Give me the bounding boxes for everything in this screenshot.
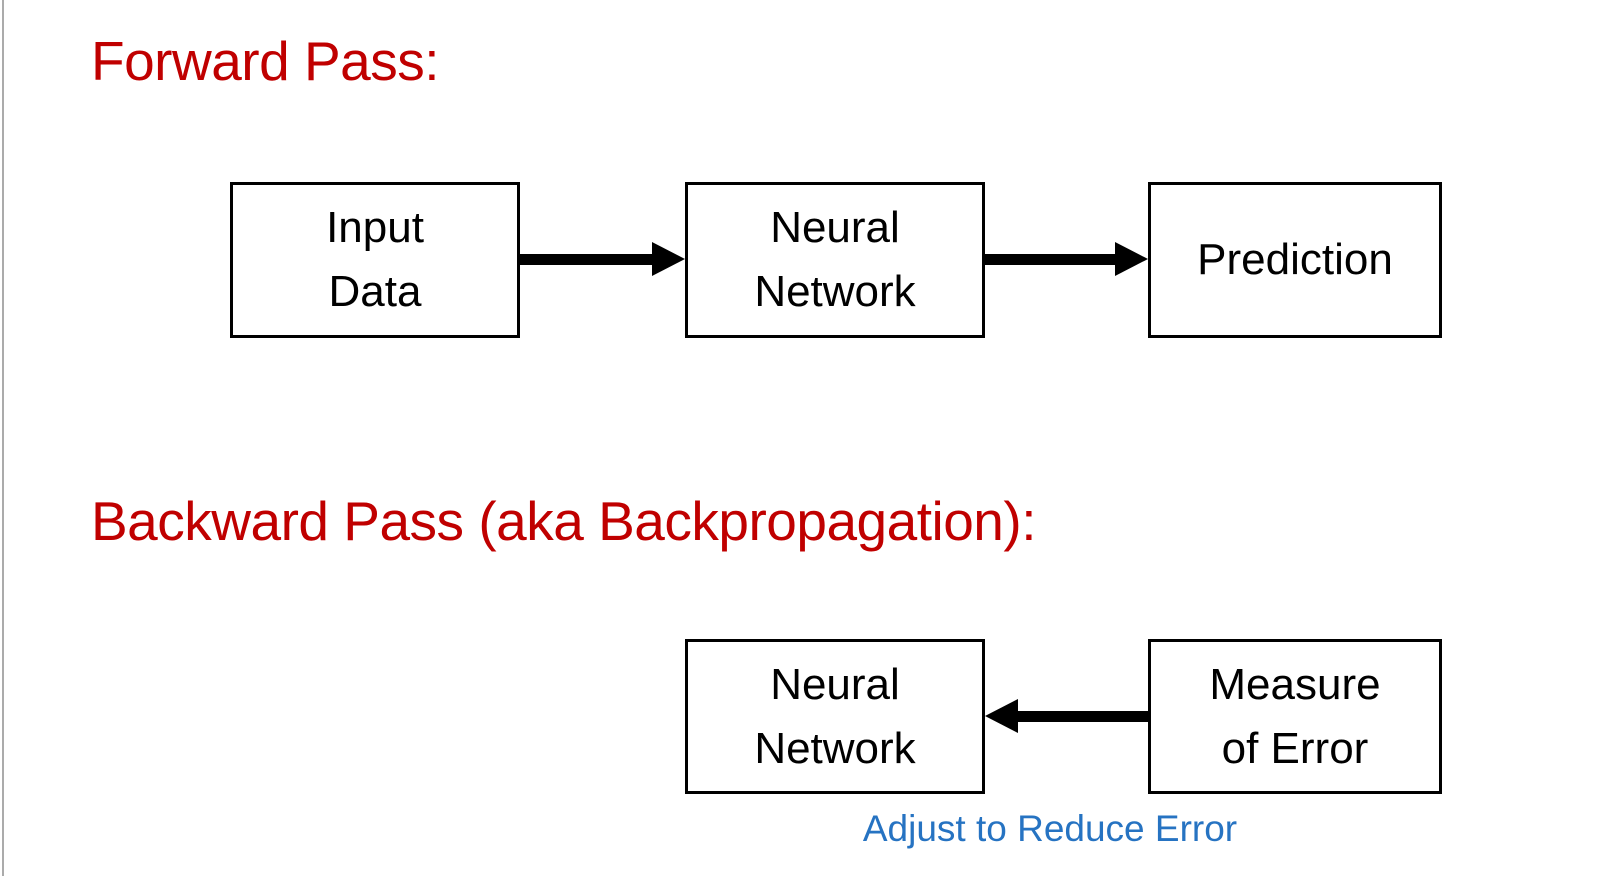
box-neural-network-forward: Neural Network	[685, 182, 985, 338]
box-label-line: Network	[754, 267, 916, 316]
box-label-line: Data	[328, 267, 422, 316]
arrow-head-left-icon	[985, 699, 1018, 733]
adjust-to-reduce-error-caption: Adjust to Reduce Error	[862, 808, 1238, 849]
slide-left-edge-line	[2, 0, 4, 876]
box-label-line: Measure	[1209, 659, 1381, 709]
arrow-network-to-prediction	[985, 242, 1148, 276]
box-neural-network-backward: Neural Network	[685, 639, 985, 794]
arrow-error-to-network	[985, 699, 1148, 733]
box-label-line: of Error	[1221, 723, 1369, 773]
backward-pass-heading: Backward Pass (aka Backpropagation):	[91, 490, 1036, 552]
box-label-line: Prediction	[1197, 235, 1393, 284]
arrow-shaft	[520, 254, 657, 265]
box-label-line: Neural	[770, 203, 900, 252]
box-measure-of-error: Measure of Error	[1148, 639, 1442, 794]
arrow-input-to-network	[520, 242, 685, 276]
box-label-line: Input	[326, 203, 424, 252]
box-input-data: Input Data	[230, 182, 520, 338]
arrow-shaft	[985, 254, 1120, 265]
box-label-line: Neural	[770, 659, 900, 709]
box-prediction: Prediction	[1148, 182, 1442, 338]
box-label-line: Network	[754, 723, 916, 773]
arrow-shaft	[1013, 711, 1148, 722]
arrow-head-right-icon	[1115, 242, 1148, 276]
arrow-head-right-icon	[652, 242, 685, 276]
forward-pass-heading: Forward Pass:	[91, 30, 440, 92]
